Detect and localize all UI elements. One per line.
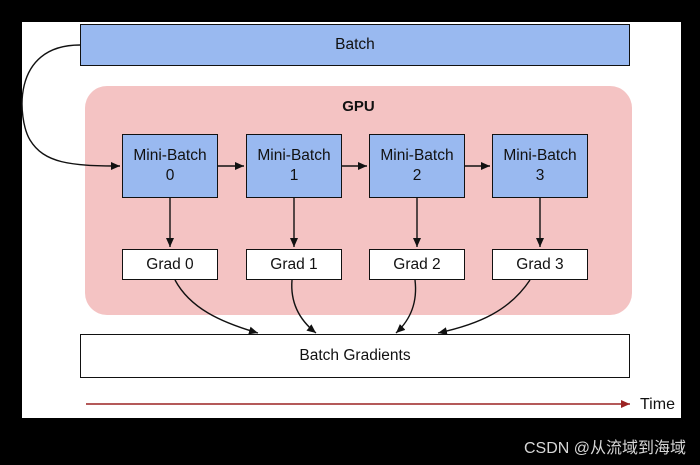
grad-box-2: Grad 2 [369, 249, 465, 280]
grad-label: Grad 3 [516, 255, 564, 273]
mini-batch-box-0: Mini-Batch 0 [122, 134, 218, 198]
mini-batch-index: 3 [535, 167, 545, 184]
mini-batch-box-1: Mini-Batch 1 [246, 134, 342, 198]
mini-batch-title: Mini-Batch [133, 147, 207, 164]
grad-3-to-batch-gradients-arrow [437, 279, 531, 336]
mini-batch-box-3: Mini-Batch 3 [492, 134, 588, 198]
grad-box-1: Grad 1 [246, 249, 342, 280]
grad-label: Grad 2 [393, 255, 441, 273]
grad-label: Grad 1 [270, 255, 318, 273]
batch-to-minibatch-arrow [21, 44, 121, 170]
grad-box-0: Grad 0 [122, 249, 218, 280]
mini-batch-index: 0 [165, 167, 175, 184]
mini-batch-title: Mini-Batch [380, 147, 454, 164]
mini-batch-index: 1 [289, 167, 299, 184]
batch-label: Batch [335, 36, 375, 53]
grad-1-to-batch-gradients-arrow [291, 279, 317, 334]
grad-box-3: Grad 3 [492, 249, 588, 280]
grad-label: Grad 0 [146, 255, 194, 273]
mini-batch-index: 2 [412, 167, 422, 184]
watermark-text: CSDN @从流域到海域 [523, 440, 686, 457]
time-label: Time [640, 396, 675, 413]
grad-0-to-batch-gradients-arrow [174, 279, 259, 335]
grad-2-to-batch-gradients-arrow [395, 279, 417, 334]
batch-gradients-box: Batch Gradients [80, 334, 630, 378]
mini-batch-title: Mini-Batch [257, 147, 331, 164]
batch-box: Batch [80, 24, 630, 66]
batch-gradients-label: Batch Gradients [299, 347, 411, 364]
mini-batch-box-2: Mini-Batch 2 [369, 134, 465, 198]
gpu-label: GPU [342, 98, 375, 115]
mini-batch-title: Mini-Batch [503, 147, 577, 164]
